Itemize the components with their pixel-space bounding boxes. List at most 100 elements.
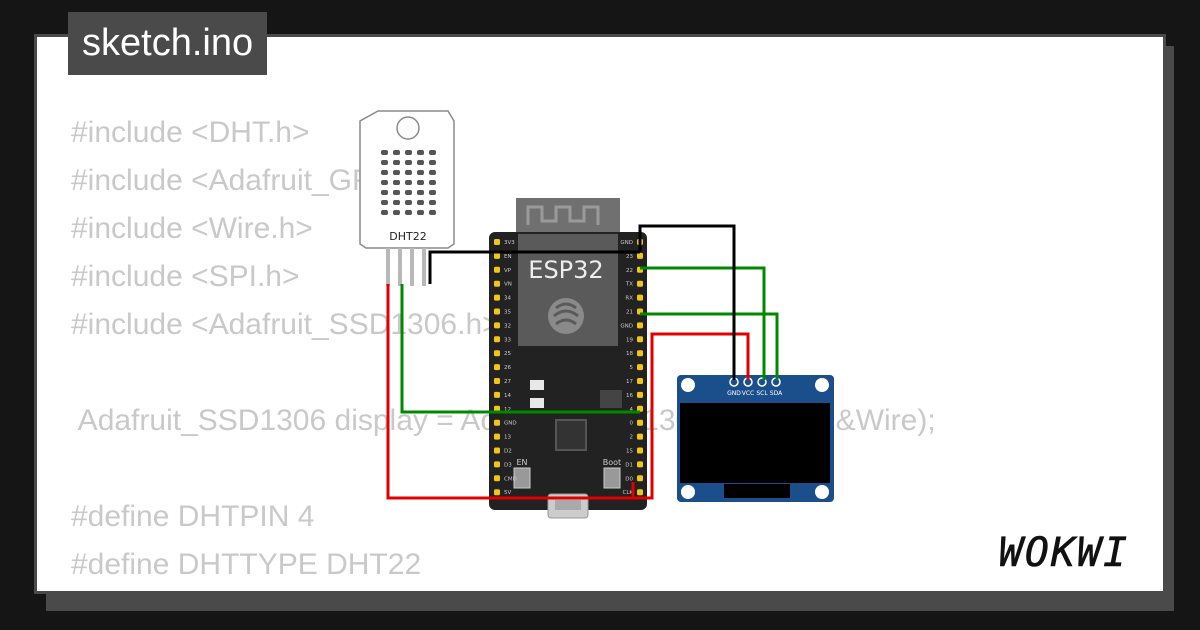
mcu-pin[interactable] [494,280,500,287]
sensor-vent [429,200,436,205]
sensor-vent [393,190,400,195]
mcu-pin-label: RX [625,296,633,302]
mcu-pin[interactable] [494,239,500,245]
mcu-pin[interactable] [637,405,643,412]
mcu-pin[interactable] [494,419,500,426]
wires [386,224,779,500]
mcu-pin[interactable] [494,447,500,454]
mcu-pin[interactable] [494,475,500,482]
mcu-pin[interactable] [637,350,643,357]
sensor-vent [381,180,388,185]
sensor-vent [381,190,388,195]
oled-pin[interactable] [757,377,767,387]
sensor-vent [429,210,436,215]
mcu-pin[interactable] [637,294,643,301]
mcu-pin-label: D2 [504,449,512,455]
mcu-pin[interactable] [637,391,643,398]
mcu-pin-label: 22 [626,268,633,274]
mcu-pin[interactable] [494,294,500,301]
mcu-pin[interactable] [494,391,500,398]
mcu-pin-label: 13 [504,435,511,441]
sensor-vent [405,170,412,175]
mcu-pin-label: D0 [625,476,633,482]
mcu-pin-label: 27 [504,379,511,385]
wire-dht-data [400,284,640,414]
mcu-pin[interactable] [494,350,500,357]
code-line: #define DHTTYPE DHT22 [71,548,422,581]
mcu-pin[interactable] [494,433,500,440]
mcu-pin[interactable] [637,489,643,496]
sensor-vent [417,160,424,165]
mcu-pin-label: 2 [630,435,634,441]
mcu-pin[interactable] [637,280,643,287]
mcu-pin[interactable] [494,461,500,468]
mcu-pin-label: CLK [622,490,633,496]
sensor-vent [417,170,424,175]
mcu-pin-label: 5 [630,365,634,371]
mcu-pin[interactable] [637,447,643,454]
sensor-vent [417,210,424,215]
mcu-pin[interactable] [494,364,500,371]
mcu-pin-label: 33 [504,337,511,343]
dht22-sensor[interactable]: DHT22 [359,110,455,286]
sensor-vent [429,150,436,155]
mcu-pin[interactable] [637,475,643,482]
mcu-pin[interactable] [494,336,500,343]
code-line: #include <SPI.h> [71,260,300,293]
mcu-pin-label: 16 [626,393,633,399]
wire-oled-vcc [633,332,750,500]
mcu-pin[interactable] [637,378,643,384]
mcu-pin-label: TX [625,282,633,288]
sensor-vent [381,170,388,175]
code-line: #include <DHT.h> [71,116,310,149]
mcu-pin-label: 14 [504,393,511,399]
oled-pin-label: GND [727,390,741,397]
mcu-pin[interactable] [494,252,500,259]
mcu-pin[interactable] [637,336,643,343]
mcu-pin[interactable] [494,266,500,273]
code-line: #include <Wire.h> [71,212,313,245]
mcu-pin-label: 21 [626,310,633,316]
mcu-pin[interactable] [637,252,643,259]
sensor-vent [405,180,412,185]
mcu-pin-label: D3 [504,462,512,468]
filename-tab: sketch.ino [68,12,268,75]
oled-pin-label: VCC [742,390,754,397]
mcu-pin[interactable] [494,405,500,412]
mcu-pin-label: EN [504,254,512,260]
sensor-vent [381,210,388,215]
sensor-vent [405,150,412,155]
sensor-vent [417,150,424,155]
mcu-pin-label: VP [504,268,512,274]
mcu-pin-label: 23 [626,254,633,260]
mcu-pin-label: 19 [626,337,633,343]
sensor-vent [429,170,436,175]
mcu-pin-label: 12 [504,407,511,413]
oled-pin-label: SCL [756,390,768,397]
mcu-pin-label: 35 [504,310,511,316]
mcu-pin-label: 17 [626,379,633,385]
sensor-vent [405,160,412,165]
sensor-vent [405,210,412,215]
mcu-pin[interactable] [494,308,500,315]
sensor-vent [429,180,436,185]
mcu-pin-label: 32 [504,323,511,329]
mcu-pin[interactable] [494,378,500,384]
mcu-pin[interactable] [637,419,643,426]
en-label: EN [516,458,527,467]
mcu-pin[interactable] [637,322,643,329]
mcu-pin-label: 5V [504,490,511,496]
mcu-pin[interactable] [637,461,643,468]
mcu-pin-label: 3V3 [504,240,515,246]
esp32-board[interactable]: ESP32 EN Boot 3V3ENVPVN34353233252627141… [489,198,647,519]
mcu-pin[interactable] [494,489,500,496]
mcu-pin-label: 26 [504,365,511,371]
mcu-pin[interactable] [637,364,643,371]
mcu-pin[interactable] [494,322,500,329]
sensor-vent [417,180,424,185]
wire-dht-gnd [428,250,640,284]
wire-dht-power [386,284,635,500]
mcu-pin[interactable] [637,433,643,440]
